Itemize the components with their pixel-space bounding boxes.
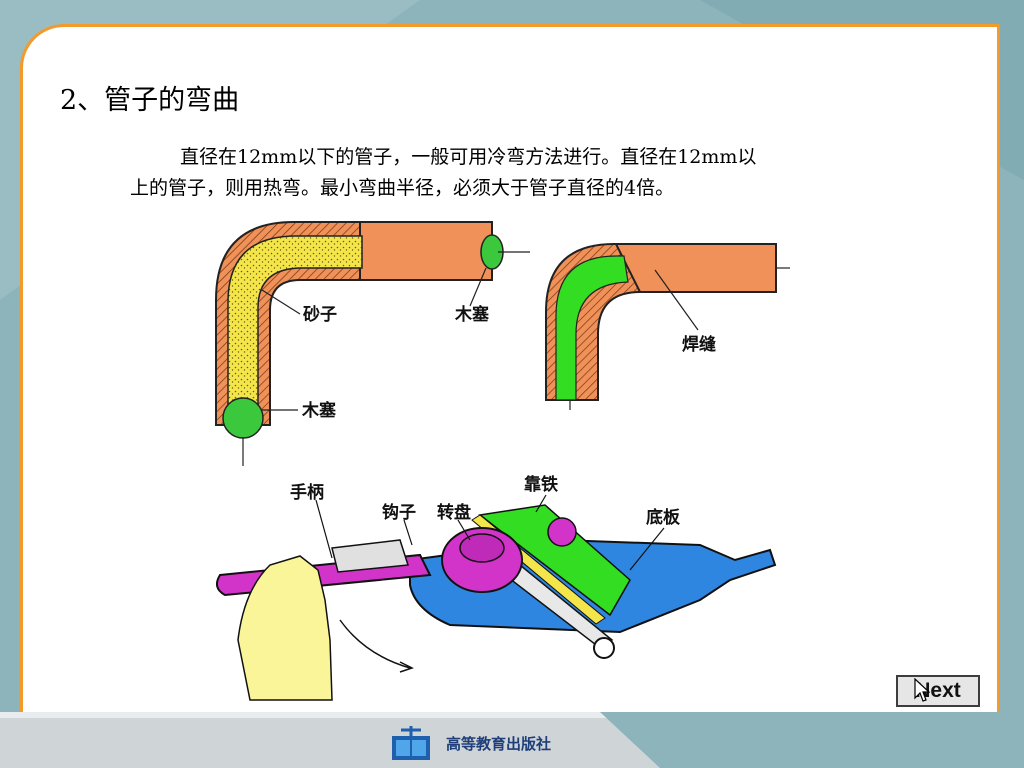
body-line-2: 上的管子，则用热弯。最小弯曲半径，必须大于管子直径的4倍。	[130, 177, 675, 199]
sand-fill	[227, 235, 363, 426]
publisher-logo-icon	[392, 726, 430, 760]
label-sand: 砂子	[303, 304, 337, 325]
label-base-plate: 底板	[646, 507, 681, 528]
welded-pipe-figure: 焊缝	[545, 243, 790, 410]
next-button[interactable]: Next	[896, 675, 980, 707]
label-guide-iron: 靠铁	[524, 474, 558, 495]
guide-iron	[478, 504, 631, 617]
label-hook: 钩子	[382, 502, 416, 523]
wood-plug-bottom	[222, 397, 264, 439]
label-turntable: 转盘	[437, 502, 471, 523]
label-weld-seam: 焊缝	[682, 334, 716, 355]
pipe-top-straight	[359, 221, 493, 281]
label-wood-plug-end: 木塞	[454, 304, 490, 325]
weld-lining	[555, 255, 629, 401]
label-handle: 手柄	[290, 482, 324, 503]
hook	[331, 539, 409, 573]
pipe-bender-figure: 手柄 钩子 转盘 靠铁 底板	[215, 474, 777, 701]
footer-bar	[0, 712, 1024, 768]
slide-title: 2、管子的弯曲	[60, 85, 240, 116]
pipe-top-body	[614, 243, 777, 293]
publisher-name: 高等教育出版社	[446, 735, 552, 753]
body-line-1: 直径在12mm以下的管子，一般可用冷弯方法进行。直径在12mm以	[180, 146, 757, 168]
hand	[237, 555, 333, 701]
slide-body-text: 直径在12mm以下的管子，一般可用冷弯方法进行。直径在12mm以 上的管子，则用…	[130, 142, 910, 204]
label-wood-plug-bottom: 木塞	[301, 400, 337, 421]
sand-filled-pipe-figure: 砂子 木塞 木塞	[215, 221, 530, 466]
